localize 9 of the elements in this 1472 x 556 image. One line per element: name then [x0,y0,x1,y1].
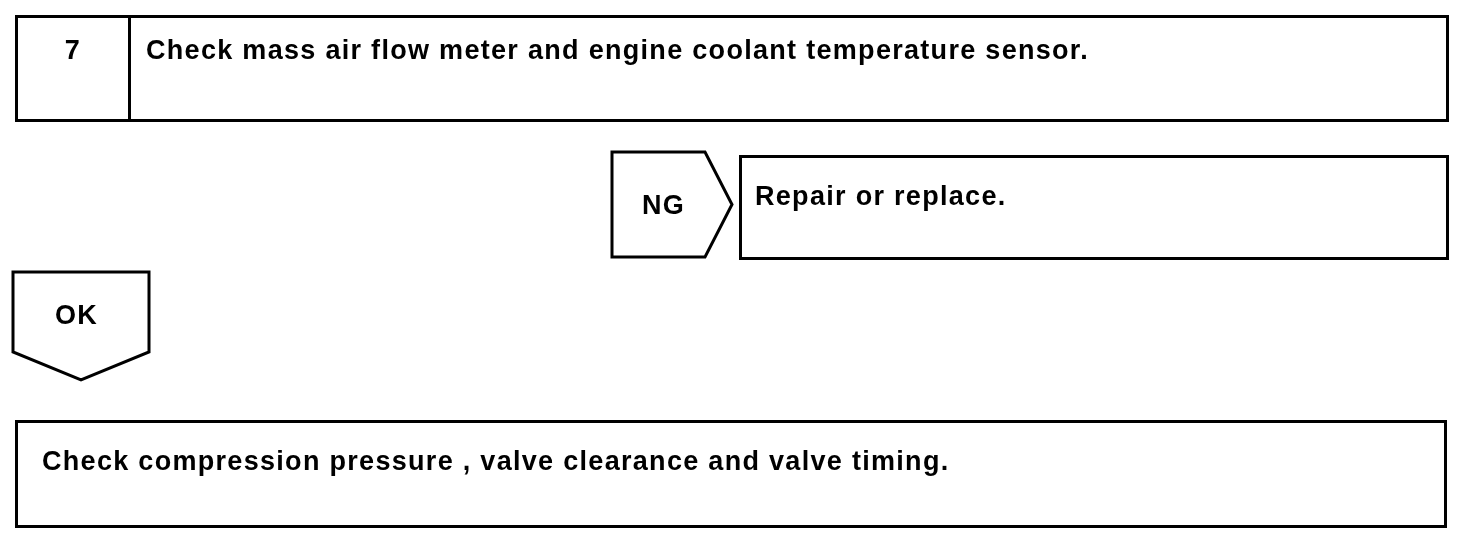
step-instruction: Check mass air flow meter and engine coolant temperature sensor. [146,34,1089,67]
step-number: 7 [63,34,83,67]
instruction-text: Check compression pressure , valve clearance and valve timing. [42,445,950,478]
action-box [15,420,1447,528]
step-box [15,15,1449,122]
result-label: OK [55,299,99,332]
action-box [739,155,1449,260]
instruction-text: Repair or replace. [755,180,1007,213]
result-label: NG [642,189,686,222]
